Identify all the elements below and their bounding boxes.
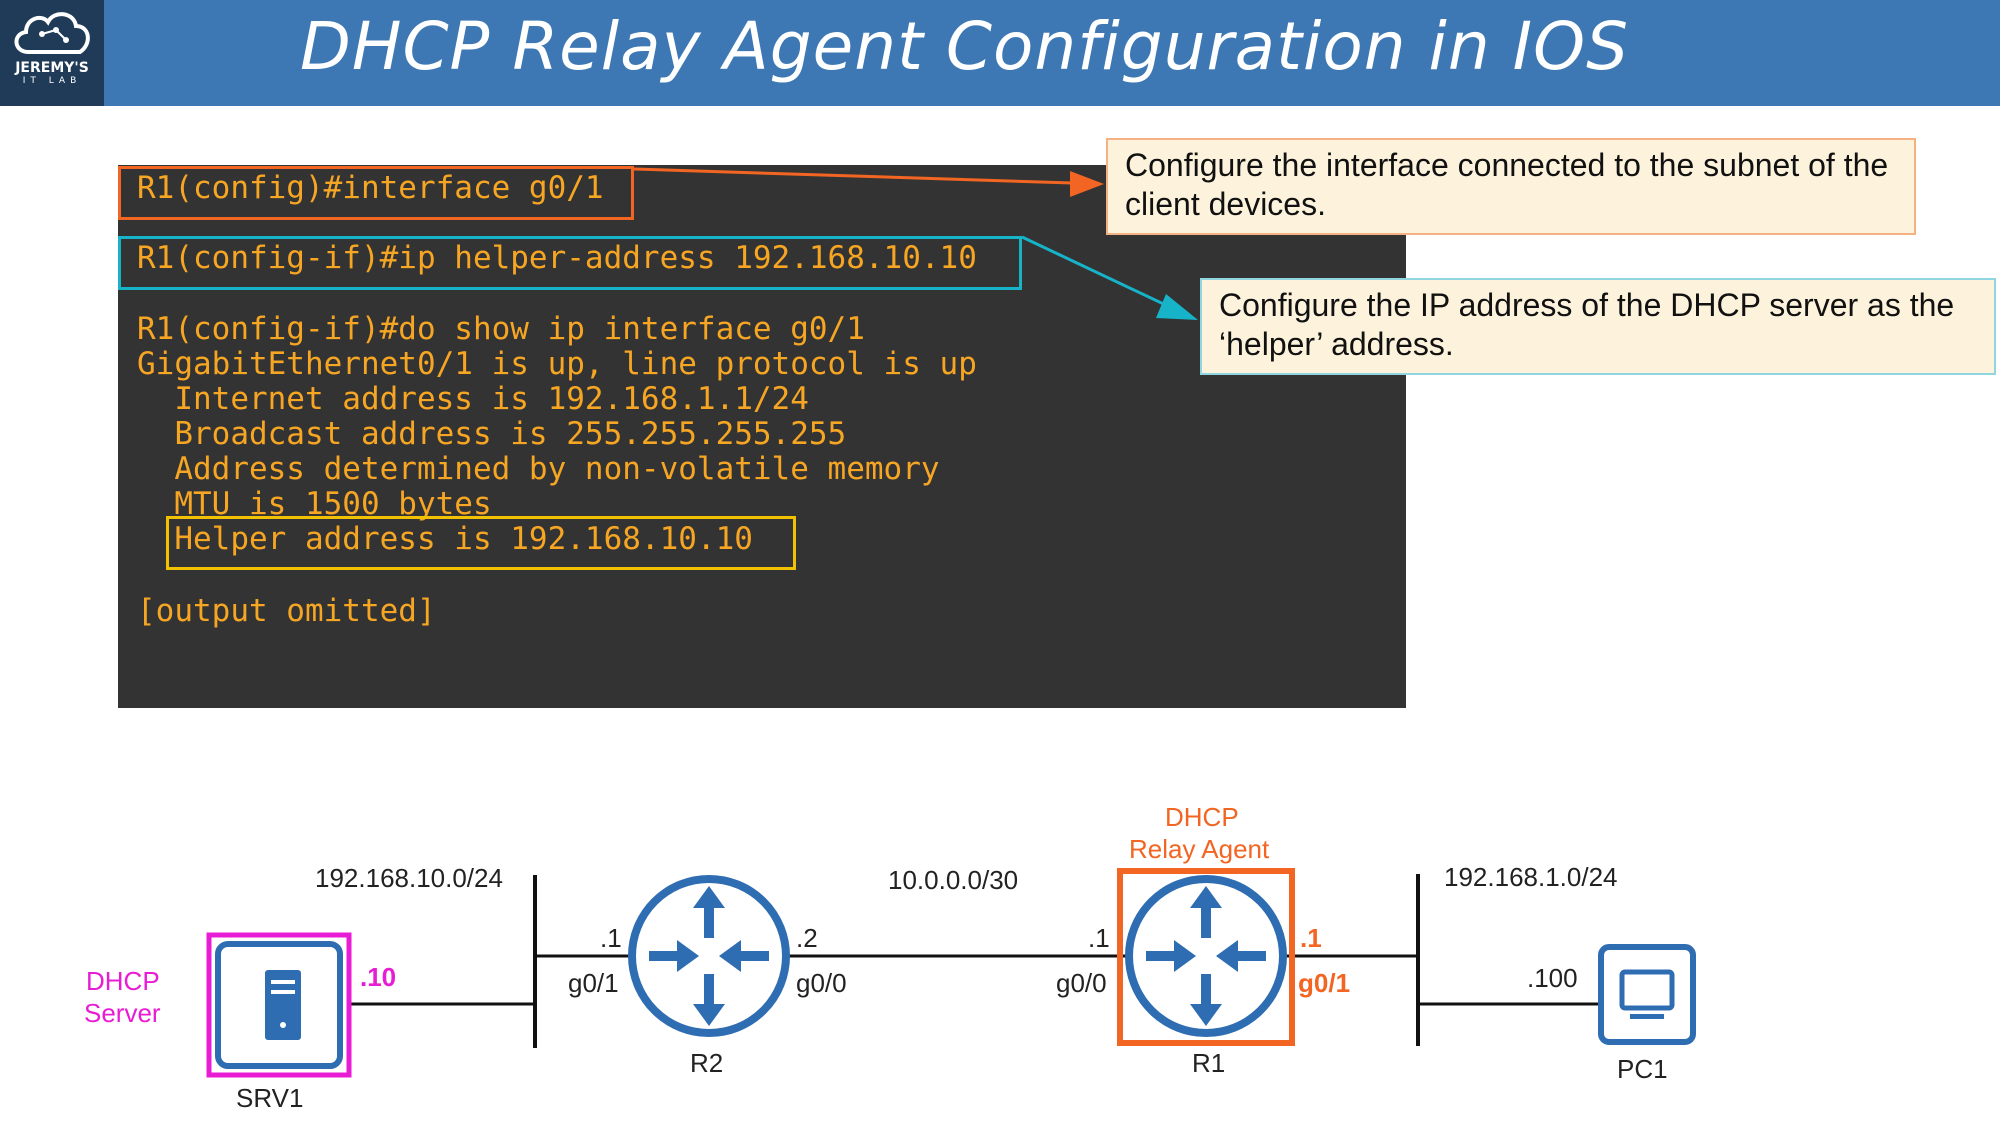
srv1-role-line2: Server xyxy=(84,998,161,1028)
cli-line-broadcast-address: Broadcast address is 255.255.255.255 xyxy=(137,416,847,452)
helper-address-highlight xyxy=(166,516,796,570)
r2-left-interface: g0/1 xyxy=(568,968,619,998)
r1-name: R1 xyxy=(1192,1048,1226,1078)
cli-line-interface: R1(config)#interface g0/1 xyxy=(137,170,604,206)
subnet-right-label: 192.168.1.0/24 xyxy=(1444,862,1618,892)
cloud-icon xyxy=(14,12,90,54)
interface-command-highlight xyxy=(118,166,634,220)
r2-router-icon xyxy=(628,875,790,1037)
jeremys-it-lab-logo: JEREMY'S IT LAB xyxy=(0,0,104,106)
cli-line-address-determined: Address determined by non-volatile memor… xyxy=(137,451,940,487)
srv1-name: SRV1 xyxy=(236,1083,304,1113)
srv1-ip: .10 xyxy=(360,962,397,992)
subnet-mid-label: 10.0.0.0/30 xyxy=(888,865,1019,895)
cli-line-helper-command: R1(config-if)#ip helper-address 192.168.… xyxy=(137,240,977,276)
pc1-ip: .100 xyxy=(1527,963,1578,993)
srv1-role-line1: DHCP xyxy=(86,966,160,996)
srv1-server-icon xyxy=(206,932,352,1078)
pc1-name: PC1 xyxy=(1617,1054,1668,1084)
helper-command-highlight xyxy=(118,236,1022,290)
r1-router-icon xyxy=(1117,868,1295,1046)
callout-interface: Configure the interface connected to the… xyxy=(1106,138,1916,235)
r2-right-interface: g0/0 xyxy=(796,968,847,998)
cli-line-internet-address: Internet address is 192.168.1.1/24 xyxy=(137,381,809,417)
arrow-to-helper-callout xyxy=(1021,235,1198,320)
cli-line-output-omitted: [output omitted] xyxy=(137,593,436,629)
pc1-computer-icon xyxy=(1598,944,1696,1045)
r1-left-ip: .1 xyxy=(1088,923,1110,953)
r1-right-ip: .1 xyxy=(1300,923,1322,953)
r2-left-ip: .1 xyxy=(600,923,622,953)
subnet-left-label: 192.168.10.0/24 xyxy=(315,863,503,893)
logo-line2: IT LAB xyxy=(22,76,82,86)
title-bar: JEREMY'S IT LAB DHCP Relay Agent Configu… xyxy=(0,0,2000,106)
slide-title: DHCP Relay Agent Configuration in IOS xyxy=(300,8,1629,85)
cli-line-status: GigabitEthernet0/1 is up, line protocol … xyxy=(137,346,977,382)
r1-role-line2: Relay Agent xyxy=(1129,834,1270,864)
r1-left-interface: g0/0 xyxy=(1056,968,1107,998)
callout-helper: Configure the IP address of the DHCP ser… xyxy=(1200,278,1996,375)
cli-line-helper-address: Helper address is 192.168.10.10 xyxy=(137,521,753,557)
r1-right-interface: g0/1 xyxy=(1298,968,1351,998)
r2-name: R2 xyxy=(690,1048,724,1078)
arrow-to-interface-callout xyxy=(633,167,1104,197)
logo-line1: JEREMY'S xyxy=(15,60,89,76)
cli-terminal xyxy=(118,165,1406,708)
cli-line-mtu: MTU is 1500 bytes xyxy=(137,486,492,522)
r1-role-line1: DHCP xyxy=(1165,802,1239,832)
cli-line-show-command: R1(config-if)#do show ip interface g0/1 xyxy=(137,311,865,347)
r2-right-ip: .2 xyxy=(796,923,818,953)
